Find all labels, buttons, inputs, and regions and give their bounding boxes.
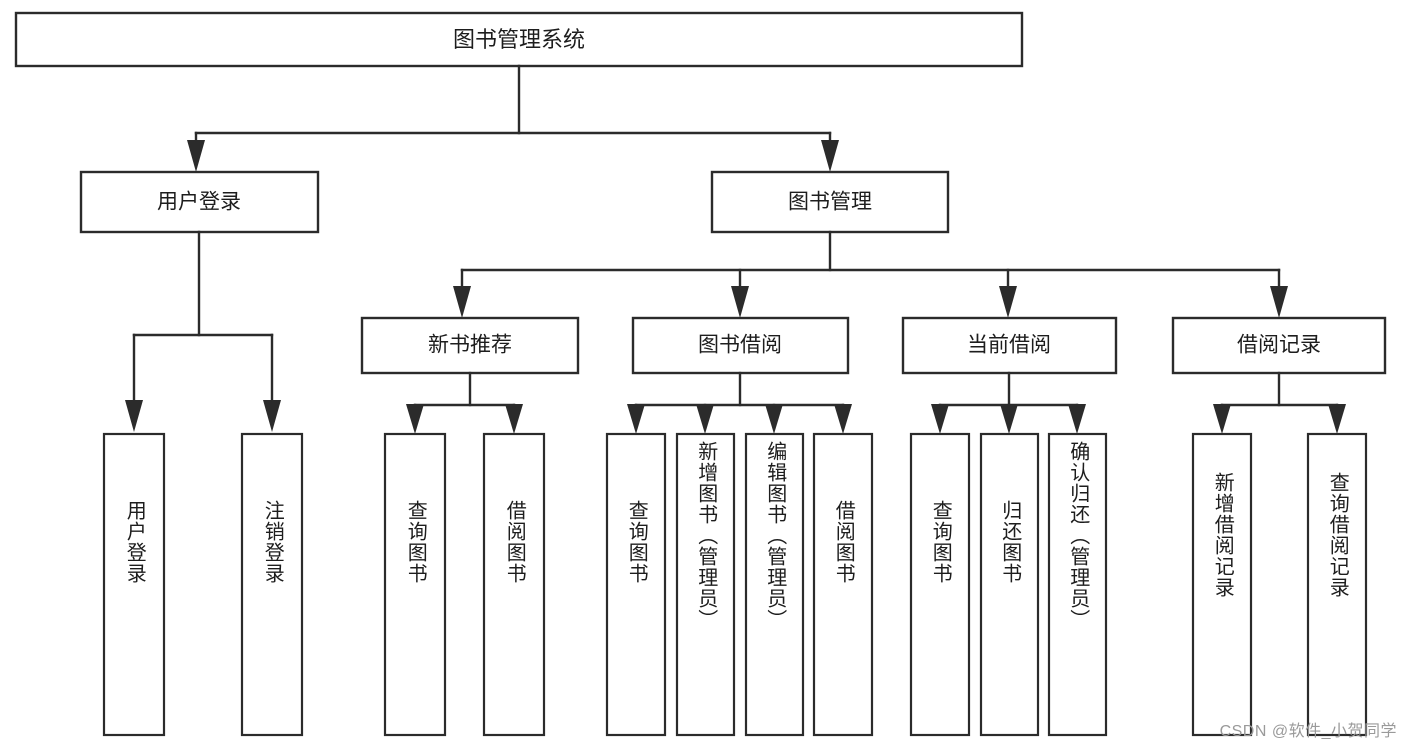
arrow-to-book-borrow — [731, 286, 749, 318]
book-mgmt-label: 图书管理 — [788, 191, 872, 214]
leaf-box-new-book-1[interactable] — [383, 432, 447, 737]
arrow-to-user-login — [187, 140, 205, 172]
leaf-box-book-borrow-2[interactable] — [675, 432, 736, 737]
user-login-label: 用户登录 — [157, 191, 241, 214]
arrow-new-book-c2 — [505, 404, 523, 434]
current-borrow-box[interactable] — [901, 316, 1118, 375]
leaf-box-book-borrow-3[interactable] — [744, 432, 805, 737]
arrow-to-current-borrow — [999, 286, 1017, 318]
arrow-book-borrow-c4 — [834, 404, 852, 434]
watermark-text: CSDN @软件_小贺同学 — [1219, 723, 1397, 740]
arrow-current-borrow-c2 — [1000, 404, 1018, 434]
book-mgmt-box[interactable] — [710, 170, 950, 234]
leaf-box-current-borrow-1[interactable] — [909, 432, 971, 737]
borrow-record-box[interactable] — [1171, 316, 1387, 375]
leaf-box-book-borrow-1[interactable] — [605, 432, 667, 737]
node-user-login[interactable]: 用户登录 — [79, 170, 320, 234]
node-new-book-recommend[interactable]: 新书推荐 — [360, 316, 580, 375]
arrow-current-borrow-c1 — [931, 404, 949, 434]
arrow-borrow-record-c2 — [1328, 404, 1346, 434]
node-book-mgmt[interactable]: 图书管理 — [710, 170, 950, 234]
arrow-borrow-record-c1 — [1213, 404, 1231, 434]
current-borrow-label: 当前借阅 — [967, 334, 1051, 357]
arrow-book-borrow-c2 — [696, 404, 714, 434]
book-borrow-box[interactable] — [631, 316, 850, 375]
leaf-box-user-login-2[interactable] — [240, 432, 304, 737]
root-box[interactable] — [14, 11, 1024, 68]
node-root[interactable]: 图书管理系统 — [14, 11, 1024, 68]
borrow-record-label: 借阅记录 — [1237, 334, 1321, 357]
arrow-new-book-c1 — [406, 404, 424, 434]
arrow-book-borrow-c1 — [627, 404, 645, 434]
leaf-box-borrow-record-1[interactable] — [1191, 432, 1253, 737]
leaf-box-current-borrow-3[interactable] — [1047, 432, 1108, 737]
leaf-box-user-login-1[interactable] — [102, 432, 166, 737]
leaf-box-current-borrow-2[interactable] — [979, 432, 1040, 737]
book-borrow-label: 图书借阅 — [698, 334, 782, 357]
root-label: 图书管理系统 — [453, 27, 585, 52]
arrow-to-borrow-record — [1270, 286, 1288, 318]
leaf-box-new-book-2[interactable] — [482, 432, 546, 737]
leaf-box-borrow-record-2[interactable] — [1306, 432, 1368, 737]
arrow-user-login-c2 — [263, 400, 281, 432]
node-current-borrow[interactable]: 当前借阅 — [901, 316, 1118, 375]
node-borrow-record[interactable]: 借阅记录 — [1171, 316, 1387, 375]
arrow-to-book-mgmt — [821, 140, 839, 172]
arrow-to-new-book — [453, 286, 471, 318]
node-book-borrow[interactable]: 图书借阅 — [631, 316, 850, 375]
new-book-recommend-label: 新书推荐 — [428, 334, 512, 357]
arrow-book-borrow-c3 — [765, 404, 783, 434]
arrow-current-borrow-c3 — [1068, 404, 1086, 434]
arrow-user-login-c1 — [125, 400, 143, 432]
leaf-box-book-borrow-4[interactable] — [812, 432, 874, 737]
new-book-recommend-box[interactable] — [360, 316, 580, 375]
